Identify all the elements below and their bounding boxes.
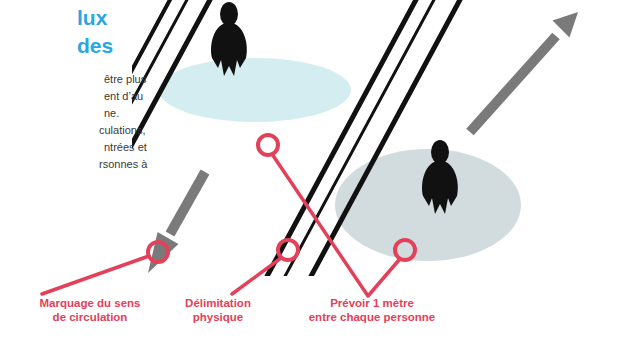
callout-ring [395,240,415,260]
lane-divider [265,0,418,276]
leader-line [232,258,281,294]
distance-zone [159,58,351,122]
person-silhouette [422,140,458,214]
distance-zone [335,149,521,261]
callout-label: Délimitation [128,296,308,310]
callout-label: Marquage du sens [0,296,180,310]
lane-divider [309,0,462,276]
lane-divider-group [132,0,462,276]
callout-ring [148,242,168,262]
callout-ring [258,135,278,155]
flow-arrow-shaft [170,172,205,234]
leader-line [42,256,149,294]
body-text-line: être plus [104,72,146,86]
callout-label: Prévoir 1 mètre [282,296,462,310]
callout-label: physique [128,310,308,324]
leader-line [272,154,399,296]
flow-arrow-head [553,12,579,38]
callout-label: de circulation [0,310,180,324]
body-text-line: ent d’au [104,89,143,103]
callout-ring [278,240,298,260]
person-silhouette [211,2,247,76]
body-text-line: culations, [99,123,145,137]
body-text-line: ntrées et [104,140,147,154]
callout-label: entre chaque personne [282,310,462,324]
body-text-line: ne. [104,106,119,120]
leader-lines [42,135,415,296]
lane-divider [132,0,189,220]
body-text-line: rsonnes à [99,157,147,171]
lane-divider [283,0,436,276]
flow-arrow-shaft [470,36,556,132]
heading: lux des [77,4,123,60]
flow-arrow-head [148,232,178,273]
